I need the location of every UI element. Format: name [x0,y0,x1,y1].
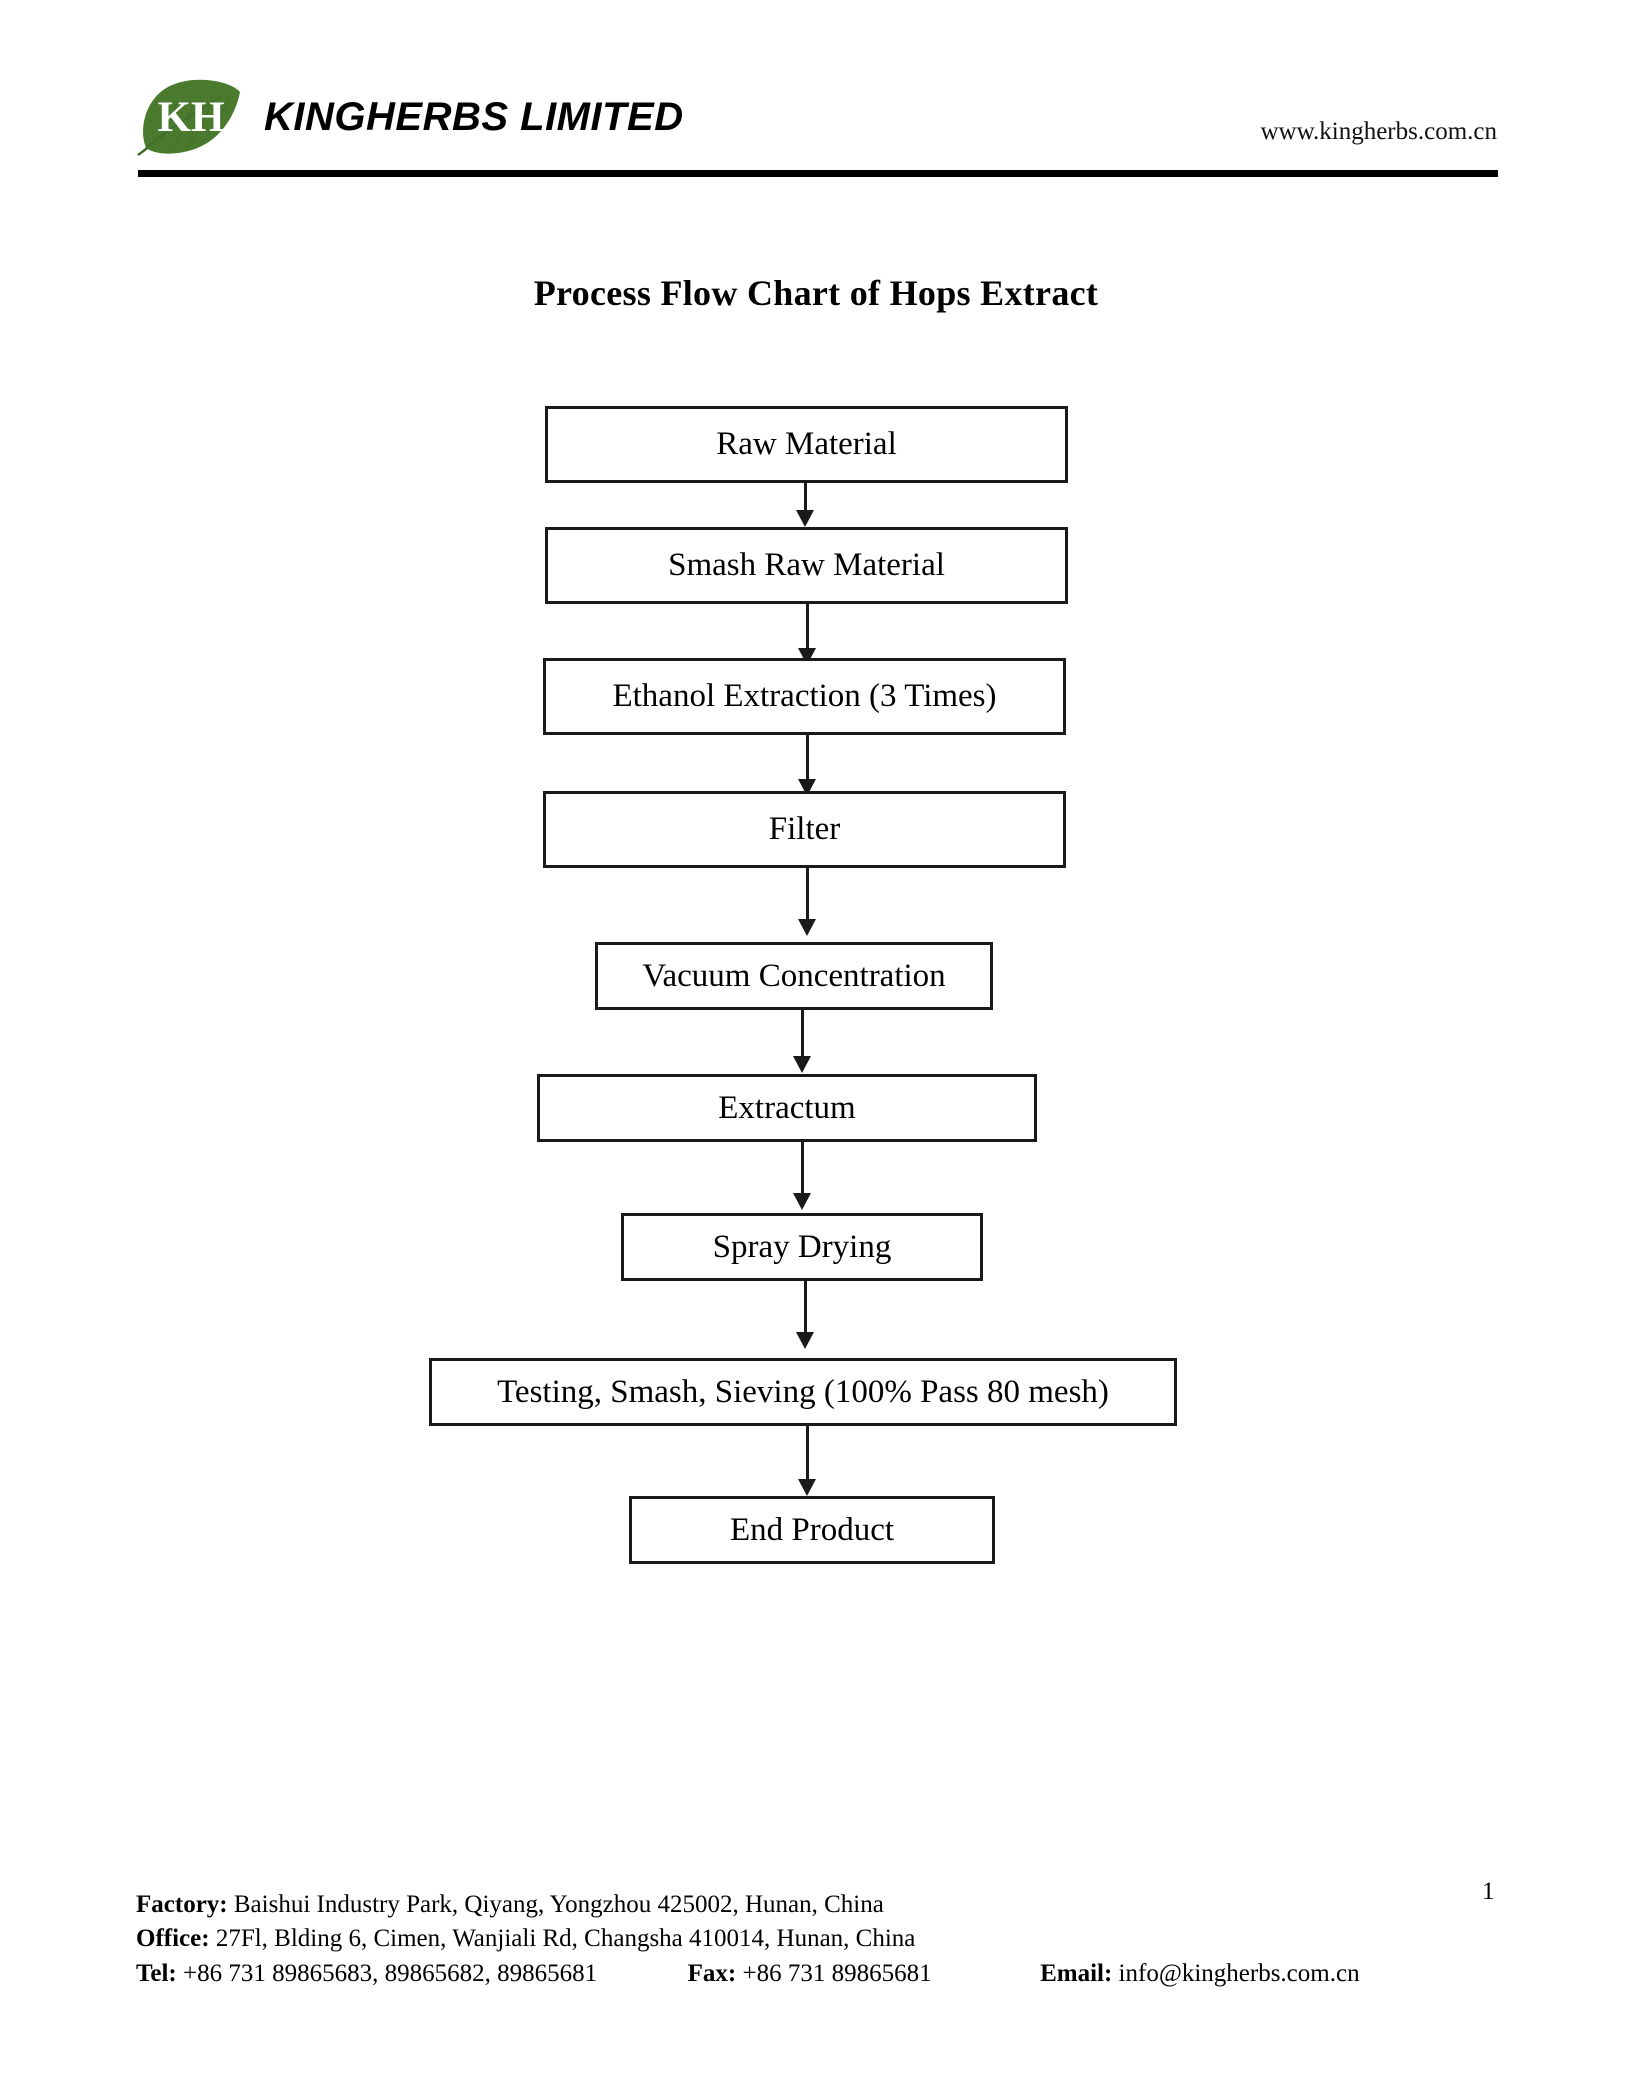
footer-email-value: info@kingherbs.com.cn [1118,1959,1360,1987]
flow-node-vacuum-concentration[interactable]: Vacuum Concentration [595,942,993,1010]
footer-factory-line: Factory: Baishui Industry Park, Qiyang, … [136,1888,1436,1922]
flow-arrow-4 [798,868,816,936]
footer-factory-label: Factory: [136,1891,228,1918]
logo-initials: KH [157,93,225,141]
flow-arrow-6 [793,1142,811,1210]
flow-arrow-1 [796,483,814,527]
flow-node-label: Raw Material [716,426,897,462]
flow-node-testing-smash-sieving[interactable]: Testing, Smash, Sieving (100% Pass 80 me… [429,1358,1177,1426]
flow-node-extractum[interactable]: Extractum [537,1074,1037,1142]
flow-node-label: End Product [729,1511,895,1548]
footer-office-label: Office: [136,1925,210,1953]
footer-fax-value: +86 731 89865681 [742,1959,932,1987]
footer-factory-value: Baishui Industry Park, Qiyang, Yongzhou … [233,1891,884,1918]
header-divider [138,170,1498,177]
flow-node-label: Testing, Smash, Sieving (100% Pass 80 me… [497,1373,1109,1410]
footer-office-line: Office: 27Fl, Blding 6, Cimen, Wanjiali … [136,1922,1436,1956]
page-footer: Factory: Baishui Industry Park, Qiyang, … [136,1888,1436,1991]
page-number: 1 [1482,1878,1495,1905]
flow-node-label: Vacuum Concentration [642,957,946,994]
footer-contact-line: Tel: +86 731 89865683, 89865682, 8986568… [136,1957,1436,1991]
flow-node-spray-drying[interactable]: Spray Drying [621,1213,983,1281]
flow-node-label: Filter [768,811,841,847]
flow-arrow-2 [798,604,816,665]
header-website: www.kingherbs.com.cn [1260,118,1497,145]
flow-node-end-product[interactable]: End Product [629,1496,995,1564]
company-name: KINGHERBS LIMITED [264,94,684,139]
flow-node-filter[interactable]: Filter [543,791,1066,868]
flow-node-ethanol-extraction[interactable]: Ethanol Extraction (3 Times) [543,658,1066,735]
flow-node-label: Ethanol Extraction (3 Times) [612,678,997,714]
flow-node-smash-raw-material[interactable]: Smash Raw Material [545,527,1068,604]
flow-node-label: Spray Drying [712,1228,892,1265]
footer-email-label: Email: [1040,1959,1113,1987]
page-title: Process Flow Chart of Hops Extract [533,273,1099,313]
flow-arrow-5 [793,1010,811,1073]
brand-logo-block: KH KINGHERBS LIMITED [136,78,684,156]
flow-node-label: Extractum [718,1089,856,1126]
flow-arrow-7 [796,1281,814,1349]
leaf-icon: KH [136,78,242,156]
flow-arrow-8 [798,1426,816,1496]
footer-office-value: 27Fl, Blding 6, Cimen, Wanjiali Rd, Chan… [215,1925,916,1953]
footer-tel-label: Tel: [136,1959,177,1987]
flow-arrow-3 [798,735,816,796]
footer-fax-label: Fax: [687,1959,737,1987]
footer-tel-value: +86 731 89865683, 89865682, 89865681 [183,1959,598,1987]
flow-node-label: Smash Raw Material [668,547,945,583]
page-header: KH KINGHERBS LIMITED www.kingherbs.com.c… [0,0,1632,190]
flow-node-raw-material[interactable]: Raw Material [545,406,1068,483]
